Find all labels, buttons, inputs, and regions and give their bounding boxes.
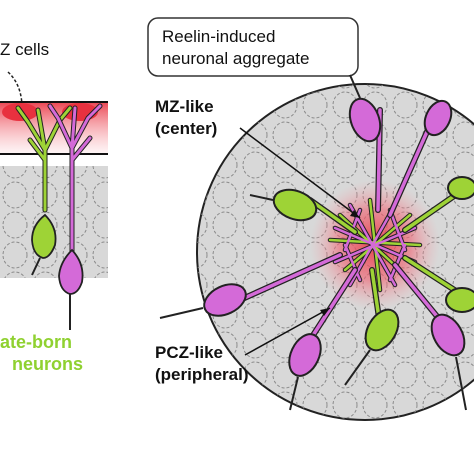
neurons-label: neurons (12, 354, 83, 374)
radial-neuron-stems (237, 107, 473, 343)
magenta-soma-top (348, 97, 382, 143)
left-dendrites (15, 103, 103, 268)
mz-like-label: MZ-like (155, 97, 214, 116)
pcz-like-label: PCZ-like (155, 343, 223, 362)
magenta-soma-left (203, 283, 247, 317)
magenta-soma-top-right (423, 99, 453, 137)
left-green-neuron-soma (31, 213, 57, 259)
left-green-neuron-axon (31, 257, 41, 276)
title-box (147, 17, 359, 77)
magenta-neuron-axons (159, 74, 467, 411)
mz-pointer-arrow (239, 127, 361, 219)
magenta-neuron-somas (203, 97, 466, 377)
pcz-pointer-arrowhead (320, 308, 330, 316)
right-aggregate-panel: Reelin-induced neuronal aggregate (147, 17, 474, 421)
title-line-2: neuronal aggregate (162, 49, 309, 68)
green-soma-bottom-right (445, 287, 474, 313)
magenta-soma-bottom-right (430, 313, 466, 357)
left-cortex-panel: Z cells ate-born neurons (0, 40, 108, 374)
pcz-peripheral-label: (peripheral) (155, 365, 249, 384)
green-neuron-axons (249, 194, 371, 386)
mz-pointer-arrowhead (350, 210, 360, 218)
mz-center-label: (center) (155, 119, 217, 138)
pcz-pointer-arrow (244, 307, 331, 356)
green-soma-left (272, 188, 318, 222)
green-soma-bottom-left (364, 308, 400, 352)
title-line-1: Reelin-induced (162, 27, 275, 46)
green-soma-right (447, 176, 474, 200)
cortical-plate-cells (0, 166, 108, 278)
magenta-soma-bottom (288, 333, 322, 377)
late-born-label: ate-born (0, 332, 72, 352)
green-neuron-somas (272, 176, 474, 352)
z-cells-label: Z cells (0, 40, 49, 59)
